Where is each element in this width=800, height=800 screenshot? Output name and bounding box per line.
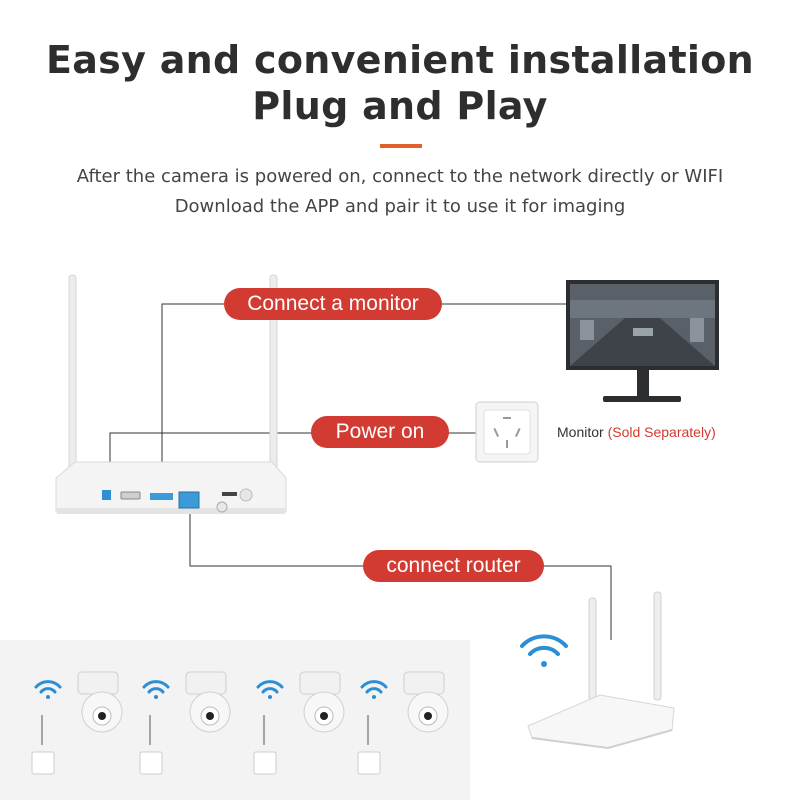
description-line-1: After the camera is powered on, connect …	[76, 166, 724, 187]
camera-panel	[0, 640, 470, 800]
wall-socket-icon	[139, 751, 163, 775]
camera-unit	[357, 671, 449, 775]
monitor-icon	[566, 280, 719, 402]
wifi-signal-icon	[142, 680, 170, 694]
page-title: Easy and convenient installation	[45, 38, 755, 82]
wall-socket-icon	[253, 751, 277, 775]
ptz-camera-icon	[403, 671, 449, 733]
wifi-signal-icon	[520, 634, 568, 667]
wall-socket-icon	[357, 751, 381, 775]
camera-group	[31, 671, 449, 775]
description-line-2: Download the APP and pair it to use it f…	[174, 196, 626, 217]
sold-separately-note: (Sold Separately)	[607, 424, 716, 440]
camera-unit	[31, 671, 123, 775]
ptz-camera-icon	[77, 671, 123, 733]
wifi-router-icon	[527, 591, 675, 750]
nvr-device-icon	[55, 274, 287, 514]
connect-router-label: connect router	[363, 550, 544, 582]
connect-monitor-label: Connect a monitor	[224, 288, 442, 320]
wifi-signal-icon	[360, 680, 388, 694]
power-on-label: Power on	[311, 416, 449, 448]
monitor-text: Monitor	[557, 424, 604, 440]
camera-unit	[253, 671, 345, 775]
ptz-camera-icon	[185, 671, 231, 733]
page-subtitle-heading: Plug and Play	[252, 84, 548, 128]
camera-unit	[139, 671, 231, 775]
wifi-signal-icon	[34, 680, 62, 694]
ptz-camera-icon	[299, 671, 345, 733]
wall-socket-icon	[475, 401, 539, 463]
wifi-signal-icon	[256, 680, 284, 694]
monitor-caption: Monitor (Sold Separately)	[557, 424, 716, 440]
wall-socket-icon	[31, 751, 55, 775]
accent-bar	[380, 144, 422, 148]
